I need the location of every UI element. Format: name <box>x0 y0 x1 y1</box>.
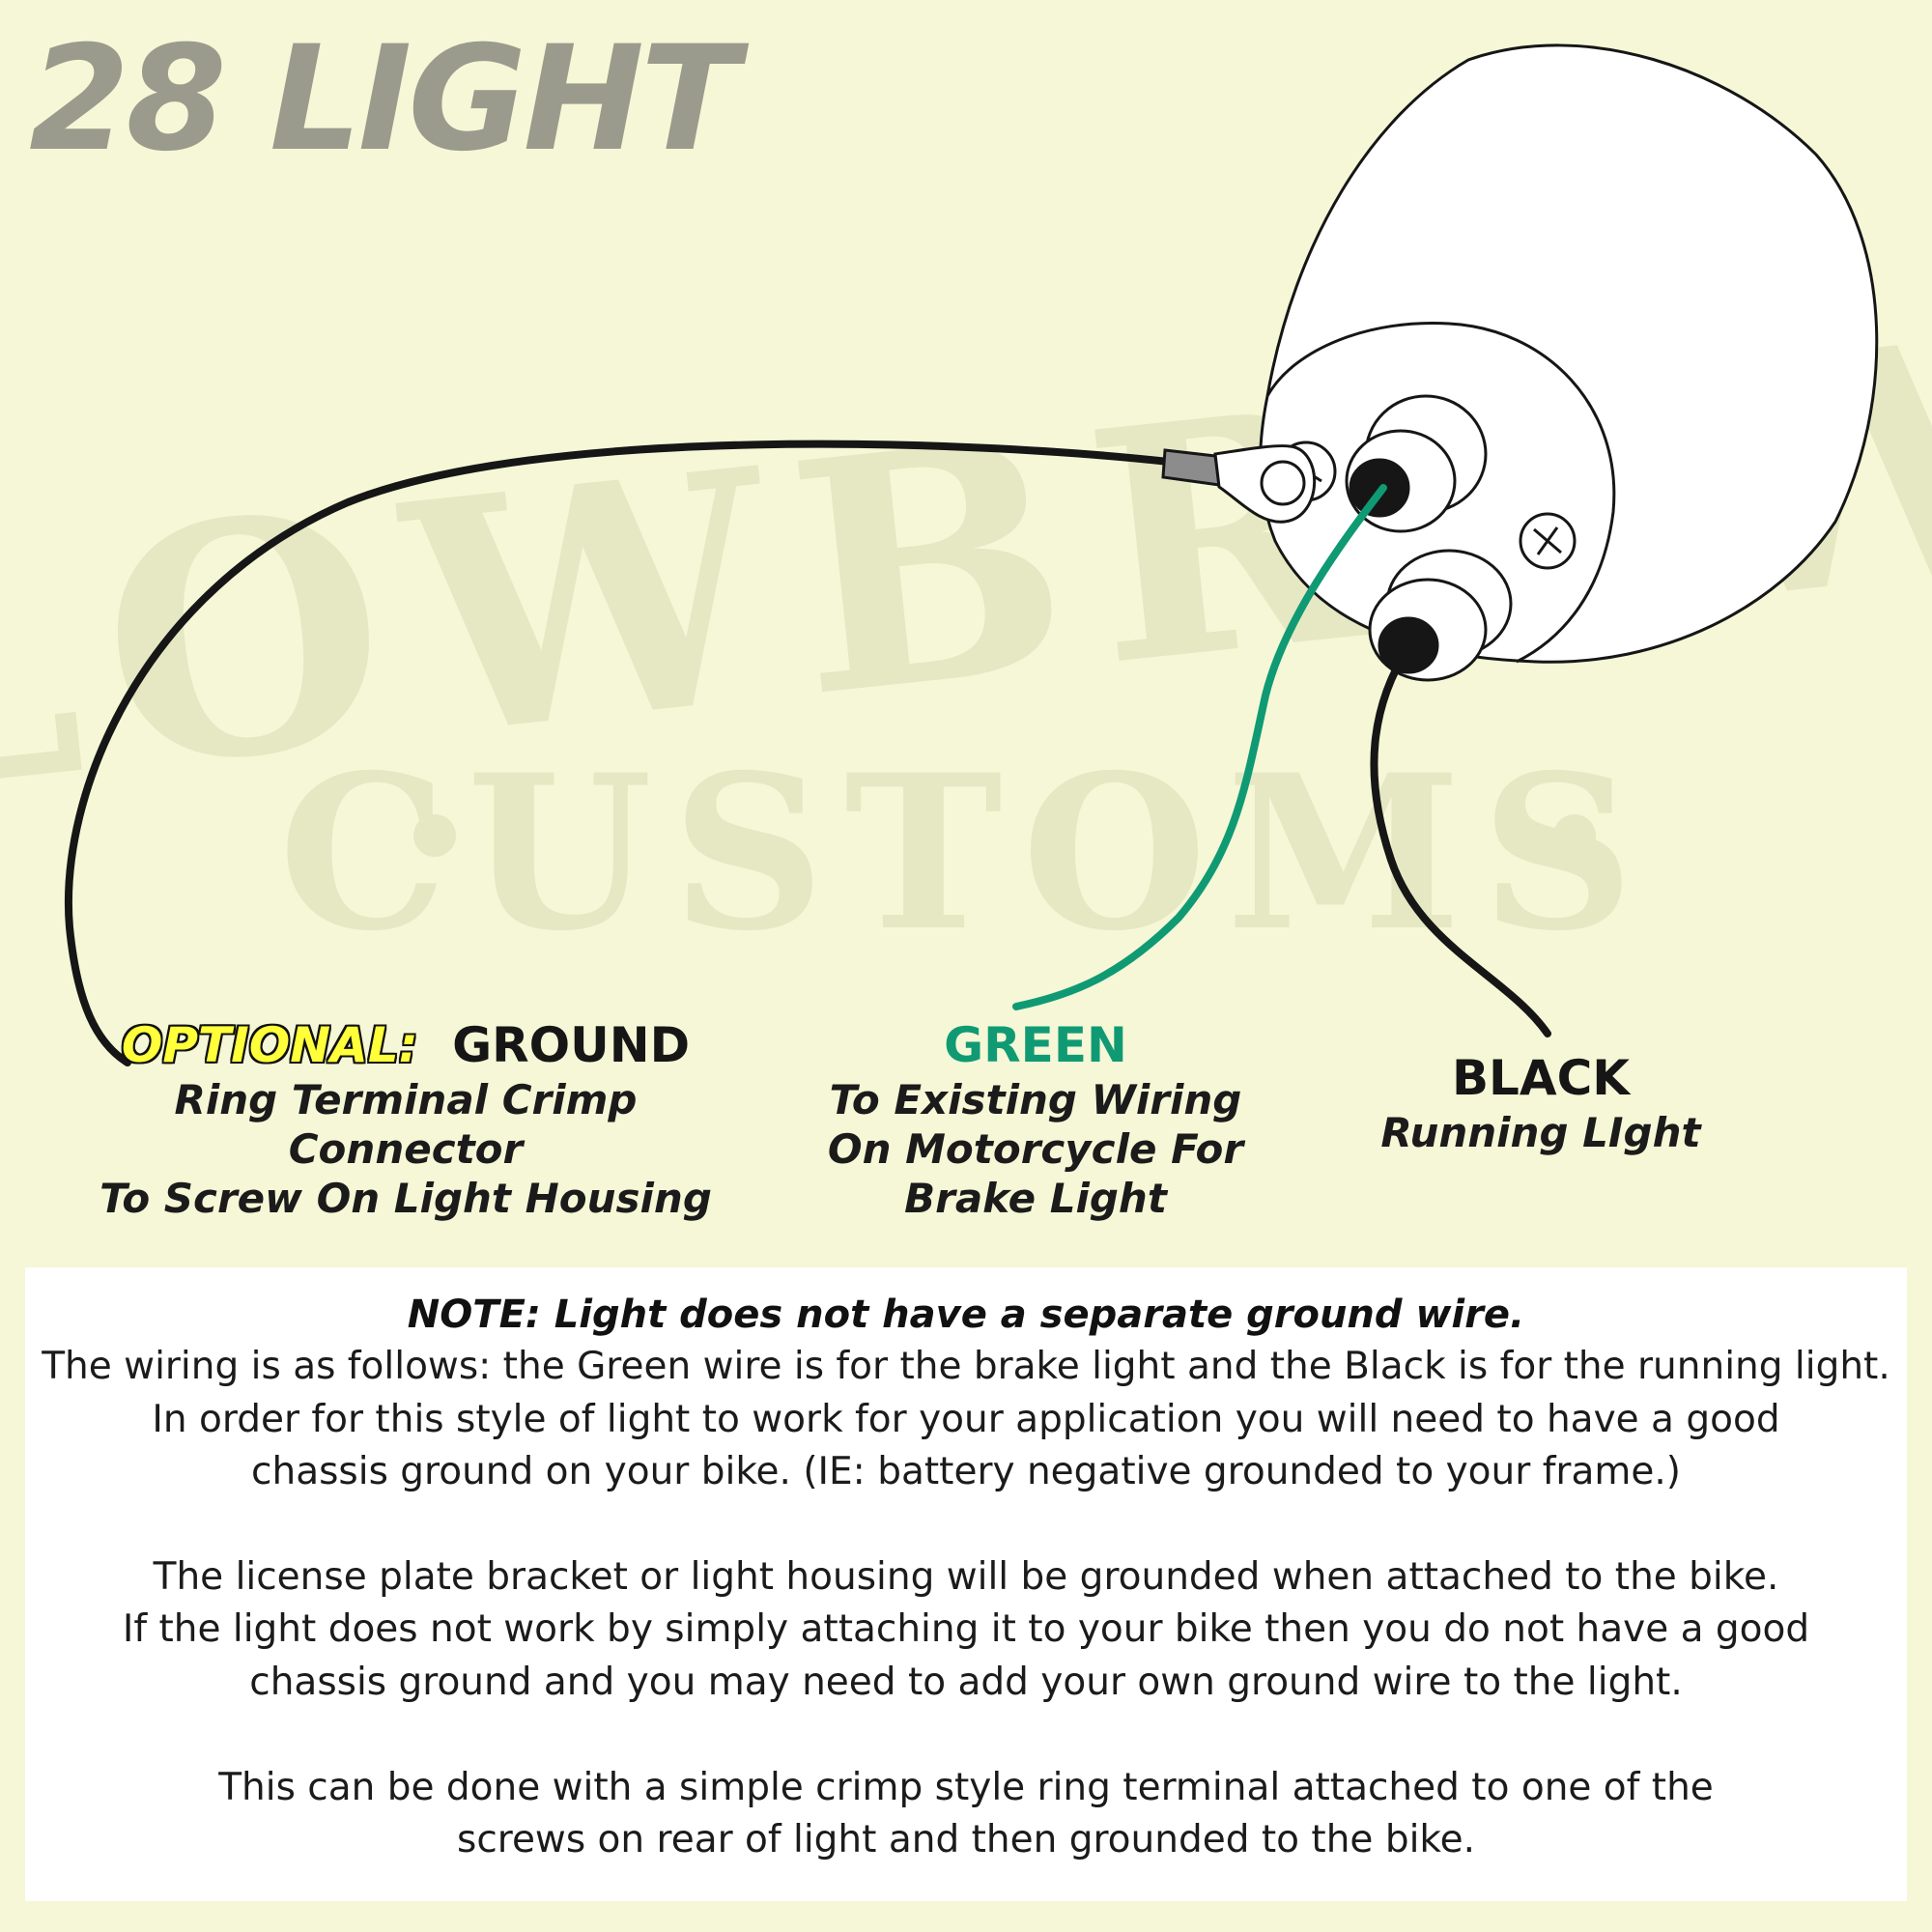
note-p1-line2: In order for this style of light to work… <box>152 1397 1780 1441</box>
watermark-line2: CUSTOMS <box>278 727 1654 978</box>
note-title: NOTE: Light does not have a separate gro… <box>407 1293 1525 1337</box>
housing-back-rim <box>1265 321 1616 664</box>
light-housing <box>1259 43 1879 682</box>
page-title: 28 LIGHT <box>29 15 739 184</box>
ground-wire <box>65 440 1317 1066</box>
note-p2-line1: The license plate bracket or light housi… <box>153 1554 1779 1599</box>
ground-wire-line <box>65 440 1173 1066</box>
note-p1-line1: The wiring is as follows: the Green wire… <box>42 1345 1890 1388</box>
watermark-dot-right <box>1553 814 1596 857</box>
note-p3-line1: This can be done with a simple crimp sty… <box>218 1765 1714 1809</box>
diagram-artwork: LOWBROW CUSTOMS <box>0 43 1932 1066</box>
green-label: GREEN To Existing Wiring On Motorcycle F… <box>804 1016 1267 1224</box>
watermark-dot-left <box>413 814 456 857</box>
green-line2: On Motorcycle For <box>827 1125 1244 1174</box>
optional-prefix: OPTIONAL: <box>121 1017 418 1073</box>
ring-terminal-hole <box>1260 460 1306 506</box>
green-line3: Brake Light <box>904 1175 1167 1223</box>
note-p1-line3: chassis ground on your bike. (IE: batter… <box>251 1450 1681 1494</box>
ground-heading: GROUND <box>452 1017 691 1073</box>
black-wire <box>1370 643 1551 1037</box>
grommet-bottom <box>1368 549 1513 682</box>
note-content: NOTE: Light does not have a separate gro… <box>25 1293 1907 1867</box>
note-p3-line2: screws on rear of light and then grounde… <box>457 1818 1475 1862</box>
note-paragraph-1: The wiring is as follows: the Green wire… <box>25 1341 1907 1499</box>
green-heading: GREEN <box>944 1017 1127 1073</box>
ground-heading-row: OPTIONAL: GROUND <box>58 1016 753 1075</box>
note-paragraph-2: The license plate bracket or light housi… <box>25 1551 1907 1710</box>
note-p2-line3: chassis ground and you may need to add y… <box>249 1660 1683 1704</box>
green-line1: To Existing Wiring <box>829 1076 1242 1123</box>
ground-line2: To Screw On Light Housing <box>99 1175 712 1223</box>
housing-dome <box>1259 43 1879 664</box>
ring-terminal-barrel <box>1161 448 1221 487</box>
black-label: BLACK Running LIght <box>1352 1049 1729 1157</box>
black-line1: Running LIght <box>1380 1109 1701 1156</box>
housing-screw-right <box>1519 512 1577 570</box>
note-paragraph-3: This can be done with a simple crimp sty… <box>25 1762 1907 1867</box>
note-box: NOTE: Light does not have a separate gro… <box>25 1267 1907 1901</box>
black-heading: BLACK <box>1451 1050 1631 1106</box>
note-p2-line2: If the light does not work by simply att… <box>122 1607 1810 1652</box>
green-wire <box>1012 484 1387 1010</box>
ground-label: OPTIONAL: GROUND Ring Terminal Crimp Con… <box>58 1016 753 1224</box>
ground-line1: Ring Terminal Crimp Connector <box>174 1076 638 1174</box>
